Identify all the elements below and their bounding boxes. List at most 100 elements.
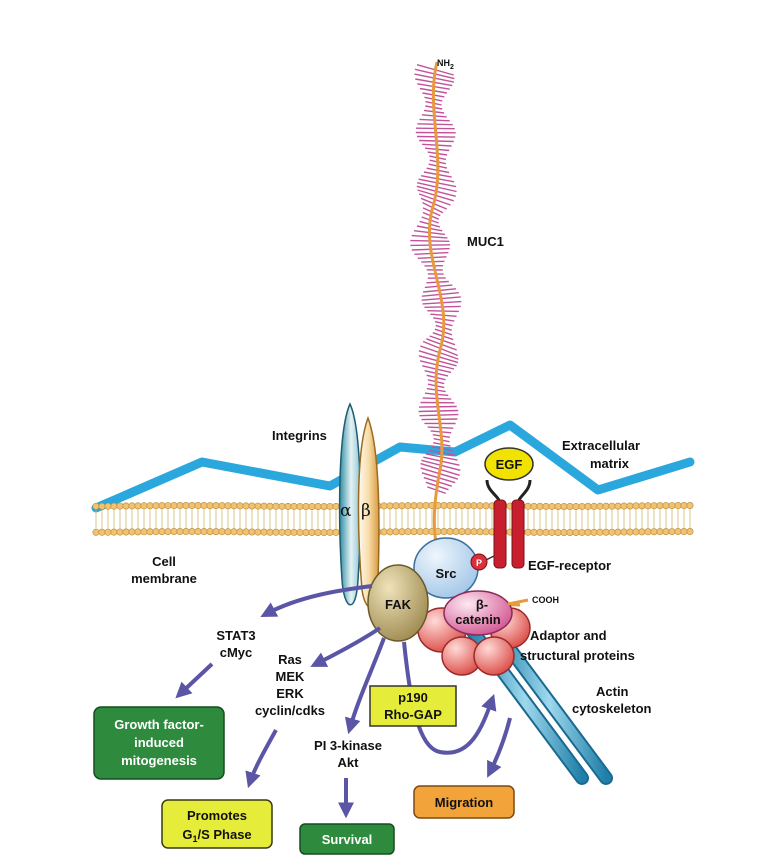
lipid-head: [255, 529, 261, 535]
growth-mitogenesis-box: Growth factor- induced mitogenesis: [94, 707, 224, 779]
lipid-head: [405, 528, 411, 534]
lipid-head: [465, 528, 471, 534]
lipid-head: [585, 529, 591, 535]
lipid-head: [279, 529, 285, 535]
lipid-head: [417, 502, 423, 508]
lipid-head: [687, 528, 693, 534]
promotes-label-1: Promotes: [187, 808, 247, 823]
alpha-label: α: [340, 501, 352, 521]
lipid-head: [99, 529, 105, 535]
lipid-head: [105, 529, 111, 535]
lipid-head: [525, 503, 531, 509]
actin-label-1: Actin: [596, 684, 629, 699]
actin-label-2: cytoskeleton: [572, 701, 652, 716]
lipid-head: [459, 502, 465, 508]
lipid-head: [315, 529, 321, 535]
lipid-head: [483, 529, 489, 535]
nh2-label: NH2: [437, 58, 454, 71]
lipid-head: [681, 528, 687, 534]
lipid-head: [249, 503, 255, 509]
lipid-head: [267, 503, 273, 509]
lipid-head: [153, 528, 159, 534]
lipid-head: [531, 529, 537, 535]
lipid-head: [225, 503, 231, 509]
lipid-head: [609, 529, 615, 535]
beta-catenin-label-2: catenin: [455, 612, 501, 627]
lipid-head: [177, 528, 183, 534]
lipid-head: [657, 528, 663, 534]
lipid-head: [543, 529, 549, 535]
lipid-head: [615, 503, 621, 509]
lipid-head: [543, 503, 549, 509]
lipid-head: [645, 529, 651, 535]
lipid-head: [387, 503, 393, 509]
lipid-head: [237, 503, 243, 509]
lipid-head: [195, 528, 201, 534]
lipid-head: [633, 529, 639, 535]
promotes-g1s-box: Promotes G1/S Phase: [162, 800, 272, 848]
lipid-head: [483, 503, 489, 509]
stat3-label-1: STAT3: [216, 628, 255, 643]
lipid-head: [117, 503, 123, 509]
lipid-head: [627, 503, 633, 509]
lipid-head: [663, 528, 669, 534]
beta-catenin: β- catenin: [444, 591, 512, 635]
lipid-head: [165, 502, 171, 508]
lipid-head: [171, 528, 177, 534]
lipid-head: [243, 529, 249, 535]
lipid-head: [147, 503, 153, 509]
migration-label: Migration: [435, 795, 494, 810]
lipid-head: [261, 529, 267, 535]
arrow-ras-to-promotes: [250, 730, 276, 782]
lipid-head: [303, 503, 309, 509]
lipid-head: [585, 503, 591, 509]
pi3k-label-2: Akt: [338, 755, 360, 770]
lipid-head: [219, 502, 225, 508]
lipid-head: [285, 503, 291, 509]
lipid-head: [387, 529, 393, 535]
lipid-head: [603, 503, 609, 509]
lipid-head: [93, 529, 99, 535]
lipid-head: [309, 503, 315, 509]
lipid-head: [183, 502, 189, 508]
adaptor-label-1: Adaptor and: [530, 628, 607, 643]
lipid-head: [651, 503, 657, 509]
src-label: Src: [436, 566, 457, 581]
p190-rhogap-box: p190 Rho-GAP: [370, 686, 456, 726]
lipid-head: [423, 528, 429, 534]
lipid-head: [639, 529, 645, 535]
lipid-head: [627, 529, 633, 535]
lipid-head: [381, 529, 387, 535]
lipid-head: [609, 503, 615, 509]
lipid-head: [267, 529, 273, 535]
lipid-head: [441, 528, 447, 534]
arrow-to-migration: [490, 718, 510, 772]
lipid-head: [399, 503, 405, 509]
lipid-head: [471, 502, 477, 508]
lipid-head: [231, 503, 237, 509]
lipid-head: [333, 503, 339, 509]
lipid-head: [399, 529, 405, 535]
lipid-head: [225, 529, 231, 535]
lipid-head: [243, 503, 249, 509]
lipid-head: [327, 529, 333, 535]
lipid-head: [273, 503, 279, 509]
migration-box: Migration: [414, 786, 514, 818]
lipid-head: [477, 503, 483, 509]
egf-label: EGF: [496, 457, 523, 472]
lipid-head: [189, 528, 195, 534]
lipid-head: [207, 528, 213, 534]
lipid-head: [231, 529, 237, 535]
arrow-fak-to-ras: [316, 628, 380, 664]
lipid-head: [183, 528, 189, 534]
growth-label-3: mitogenesis: [121, 753, 197, 768]
arrow-stat3-to-growth: [180, 664, 212, 694]
lipid-head: [675, 528, 681, 534]
cell-membrane: [93, 502, 693, 535]
p190-label-1: p190: [398, 690, 428, 705]
ras-label-4: cyclin/cdks: [255, 703, 325, 718]
lipid-head: [309, 529, 315, 535]
lipid-head: [567, 529, 573, 535]
lipid-head: [159, 502, 165, 508]
